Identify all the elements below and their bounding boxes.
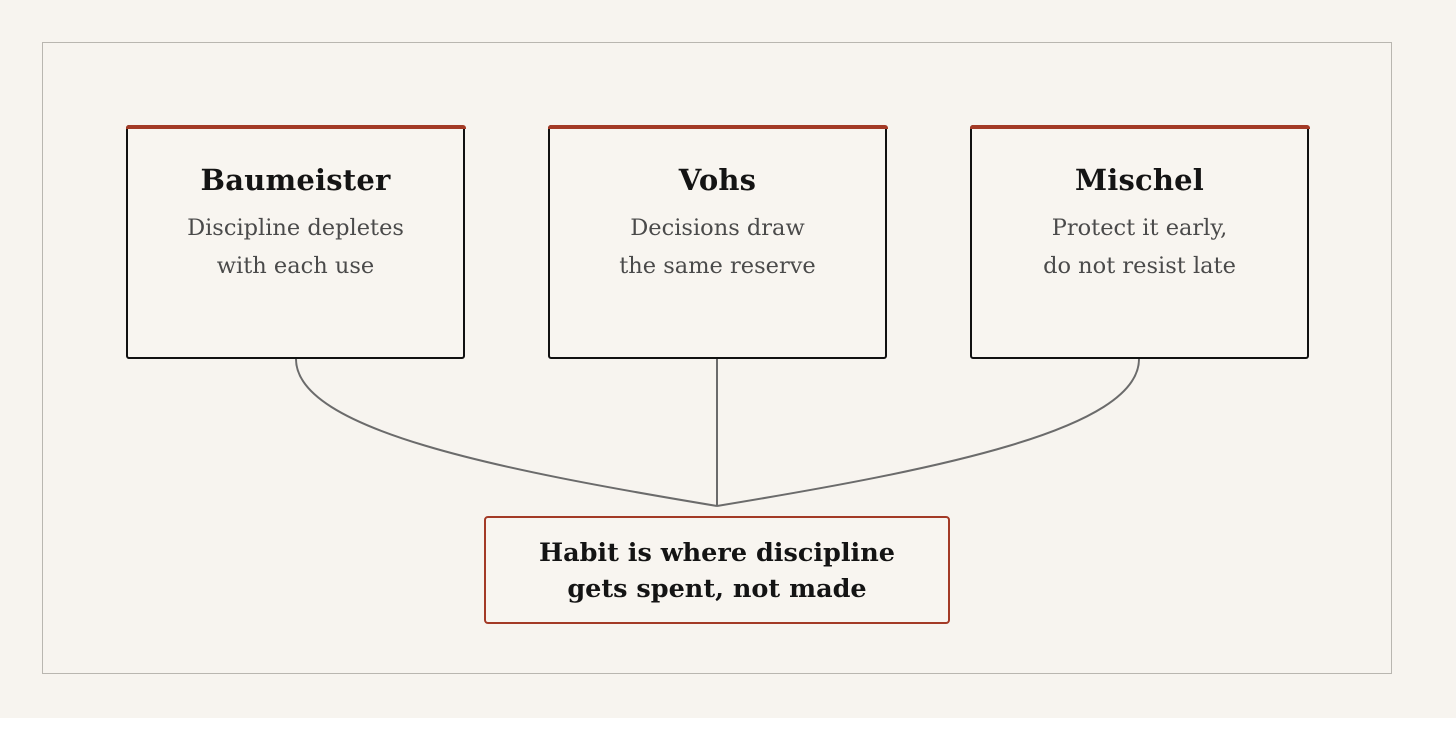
conclusion-box: Habit is where discipline gets spent, no…: [484, 516, 950, 624]
card-description-line: with each use: [216, 253, 375, 279]
card-title: Baumeister: [200, 163, 391, 197]
card-description: Discipline depletes with each use: [128, 209, 463, 285]
card-description-line: the same reserve: [619, 253, 816, 279]
card-description-line: do not resist late: [1043, 253, 1236, 279]
connector-baumeister: [295, 358, 718, 507]
card-description: Protect it early, do not resist late: [972, 209, 1307, 285]
conclusion-line: Habit is where discipline: [538, 538, 896, 568]
connector-mischel: [716, 358, 1140, 507]
conclusion-line: gets spent, not made: [567, 574, 867, 604]
card-vohs: Vohs Decisions draw the same reserve: [547, 124, 888, 359]
card-mischel: Mischel Protect it early, do not resist …: [969, 124, 1310, 359]
connector-lines: [295, 358, 1140, 507]
diagram-frame: [42, 42, 1392, 674]
card-description: Decisions draw the same reserve: [550, 209, 885, 285]
card-description-line: Decisions draw: [630, 215, 805, 241]
diagram-canvas: Baumeister Discipline depletes with each…: [0, 0, 1456, 718]
card-baumeister: Baumeister Discipline depletes with each…: [125, 124, 466, 359]
card-description-line: Discipline depletes: [187, 215, 404, 241]
card-title: Mischel: [1074, 163, 1205, 197]
card-title: Vohs: [678, 163, 757, 197]
card-description-line: Protect it early,: [1051, 215, 1228, 241]
